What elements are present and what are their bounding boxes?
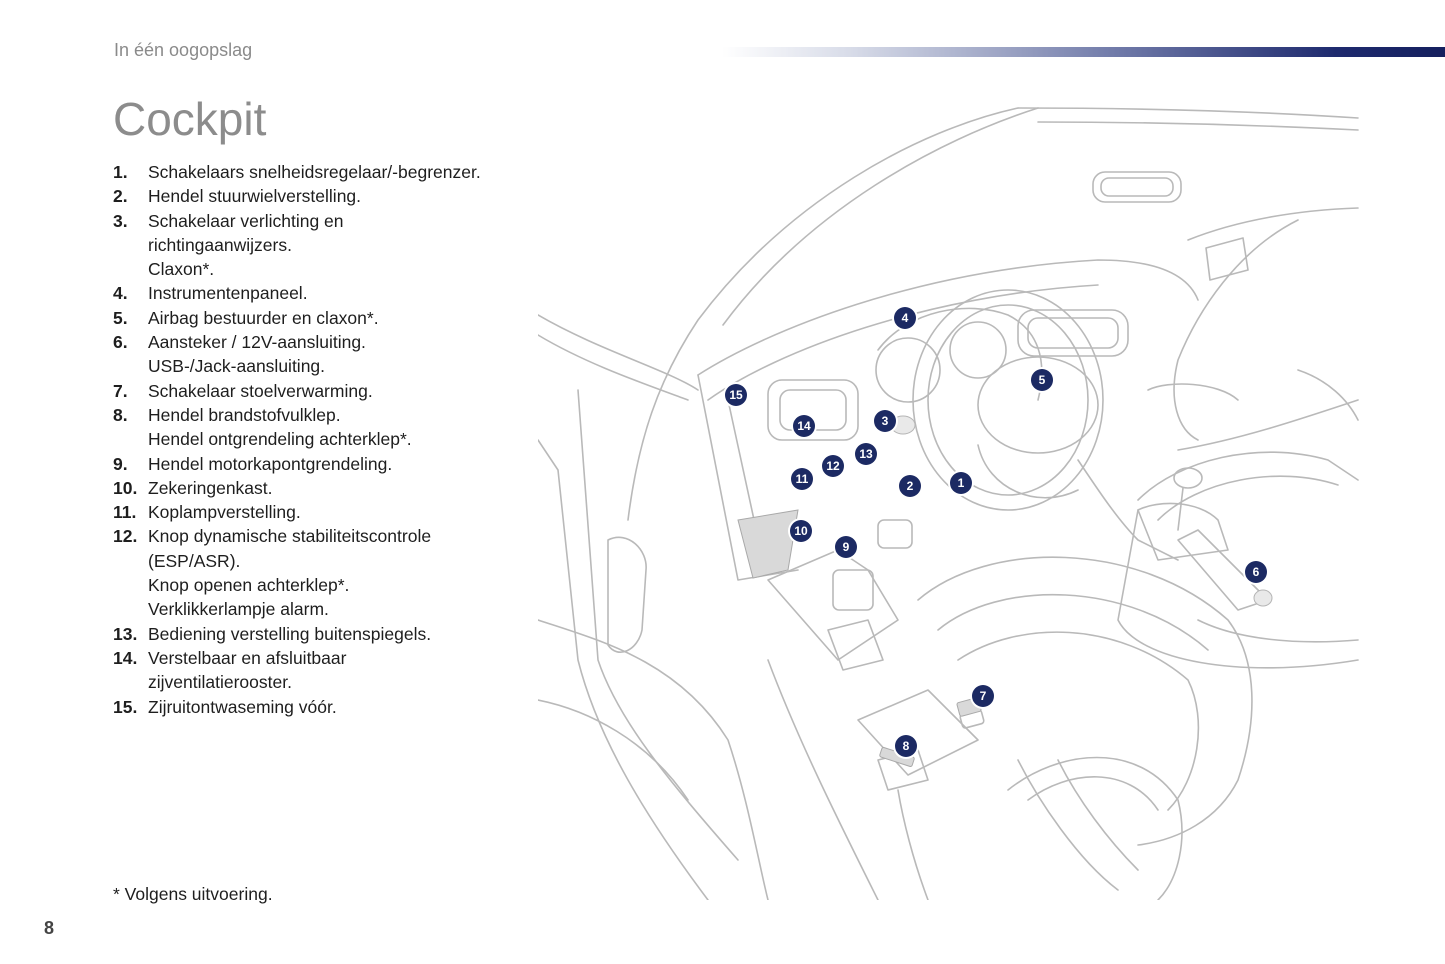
legend-item-text: richtingaanwijzers. — [148, 234, 292, 255]
legend-item: 10. Zekeringenkast. — [113, 476, 533, 500]
svg-text:8: 8 — [903, 739, 910, 753]
legend-item-text: Claxon*. — [148, 259, 215, 280]
svg-text:7: 7 — [980, 689, 987, 703]
callout-11: 11 — [789, 466, 815, 492]
legend-item: 15. Zijruitontwaseming vóór. — [113, 695, 533, 719]
page-title: Cockpit — [113, 93, 267, 145]
legend-item: 9. Hendel motorkapontgrendeling. — [113, 452, 533, 476]
legend-item-text: Koplampverstelling. — [148, 502, 301, 523]
legend-item-number: 6. — [113, 332, 128, 353]
svg-text:12: 12 — [826, 459, 840, 473]
legend-item-text: Hendel stuurwielverstelling. — [148, 186, 362, 207]
legend-item-number: 1. — [113, 162, 128, 182]
legend-item-text: Hendel brandstofvulklep. — [148, 404, 341, 425]
page-number: 8 — [44, 918, 55, 938]
legend-item: 11. Koplampverstelling. — [113, 500, 533, 524]
legend-item-number: 12. — [113, 526, 138, 547]
legend-item-text: Verstelbaar en afsluitbaar — [148, 647, 347, 668]
legend-item-number: 9. — [113, 453, 128, 474]
legend-item-number: 2. — [113, 186, 128, 207]
legend-item: 5. Airbag bestuurder en claxon*. — [113, 306, 533, 330]
svg-text:5: 5 — [1039, 373, 1046, 387]
legend-item-text: Hendel ontgrendeling achterklep*. — [148, 429, 412, 450]
legend-item-text: Schakelaar stoelverwarming. — [148, 380, 373, 401]
callout-10: 10 — [788, 518, 814, 544]
legend-item-text: Knop openen achterklep*. — [148, 575, 350, 596]
callout-9: 9 — [833, 534, 859, 560]
callout-1: 1 — [948, 470, 974, 496]
legend-item-number: 5. — [113, 307, 128, 328]
legend-item-text: USB-/Jack-aansluiting. — [148, 356, 326, 377]
cockpit-legend-list: 1. Schakelaars snelheidsregelaar/-begrenz… — [113, 160, 533, 719]
legend-item: 6. Aansteker / 12V-aansluiting. USB-/Jack-… — [113, 330, 533, 379]
callout-5: 5 — [1029, 367, 1055, 393]
svg-text:4: 4 — [902, 311, 909, 325]
svg-text:13: 13 — [859, 447, 873, 461]
legend-item-text: Hendel motorkapontgrendeling. — [148, 453, 393, 474]
legend-item-text: Instrumentenpaneel. — [148, 283, 308, 304]
legend-item-text: Airbag bestuurder en claxon*. — [148, 307, 379, 328]
callout-7: 7 — [970, 683, 996, 709]
callout-3: 3 — [872, 408, 898, 434]
legend-item-text: Zijruitontwaseming vóór. — [148, 696, 337, 717]
legend-item-number: 8. — [113, 404, 128, 425]
legend-item-text: (ESP/ASR). — [148, 550, 241, 571]
legend-item-text: Schakelaars snelheidsregelaar/-begrenzer… — [148, 162, 481, 182]
callout-14: 14 — [791, 413, 817, 439]
callout-6: 6 — [1243, 559, 1269, 585]
legend-item-text: Bediening verstelling buitenspiegels. — [148, 623, 432, 644]
legend-item-number: 7. — [113, 380, 128, 401]
callout-15: 15 — [723, 382, 749, 408]
callout-4: 4 — [892, 305, 918, 331]
legend-item: 3. Schakelaar verlichting en richtingaanwi… — [113, 209, 533, 282]
svg-text:9: 9 — [843, 540, 850, 554]
callout-8: 8 — [893, 733, 919, 759]
legend-item-text: Zekeringenkast. — [148, 477, 273, 498]
svg-text:3: 3 — [882, 414, 889, 428]
header-gradient-bar — [722, 47, 1445, 57]
legend-item-text: Knop dynamische stabiliteitscontrole — [148, 526, 432, 547]
legend-item-text: Aansteker / 12V-aansluiting. — [148, 332, 366, 353]
legend-item-number: 3. — [113, 210, 128, 231]
svg-text:11: 11 — [796, 472, 809, 486]
svg-text:1: 1 — [958, 476, 965, 490]
svg-text:14: 14 — [797, 419, 811, 433]
legend-item: 12. Knop dynamische stabiliteitscontrole (… — [113, 524, 533, 621]
legend-item-number: 14. — [113, 647, 138, 668]
legend-item-number: 13. — [113, 623, 138, 644]
legend-item: 8. Hendel brandstofvulklep. Hendel ontgren… — [113, 403, 533, 452]
cockpit-illustration: 1 2 3 4 5 6 7 8 9 10 11 12 13 14 15 — [538, 107, 1359, 900]
svg-text:2: 2 — [907, 479, 914, 493]
legend-item: 2. Hendel stuurwielverstelling. — [113, 184, 533, 208]
legend-item-text: zijventilatierooster. — [148, 672, 292, 693]
legend-item: 4. Instrumentenpaneel. — [113, 281, 533, 305]
svg-text:15: 15 — [729, 388, 743, 402]
legend-item: 1. Schakelaars snelheidsregelaar/-begrenz… — [113, 160, 533, 184]
legend-item-text: Schakelaar verlichting en — [148, 210, 344, 231]
callout-2: 2 — [897, 473, 923, 499]
legend-item: 13. Bediening verstelling buitenspiegels. — [113, 622, 533, 646]
svg-text:6: 6 — [1253, 565, 1260, 579]
legend-item: 7. Schakelaar stoelverwarming. — [113, 379, 533, 403]
footnote: * Volgens uitvoering. — [113, 884, 273, 904]
legend-item-number: 11. — [113, 502, 137, 523]
legend-item-number: 10. — [113, 477, 138, 498]
svg-text:10: 10 — [794, 524, 808, 538]
legend-item-number: 15. — [113, 696, 138, 717]
section-header: In één oogopslag — [114, 40, 253, 60]
callout-12: 12 — [820, 453, 846, 479]
legend-item-text: Verklikkerlampje alarm. — [148, 599, 329, 620]
legend-item: 14. Verstelbaar en afsluitbaar zijventilat… — [113, 646, 533, 695]
legend-item-number: 4. — [113, 283, 128, 304]
callout-13: 13 — [853, 441, 879, 467]
